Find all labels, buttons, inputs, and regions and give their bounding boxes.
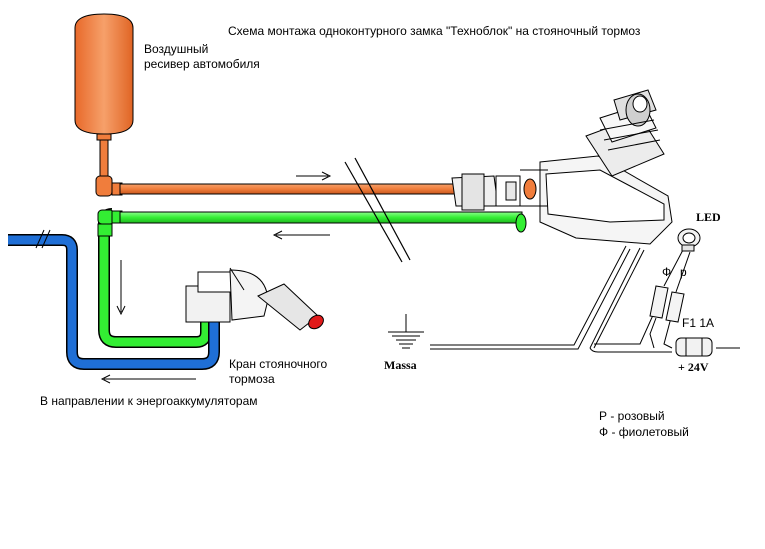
- wiring: [430, 245, 740, 353]
- fuse-label: F1 1A: [682, 316, 715, 330]
- control-line: [97, 208, 527, 348]
- supply-line: [95, 175, 537, 200]
- ground-label: Massa: [384, 358, 417, 372]
- led-label: LED: [696, 210, 721, 224]
- air-receiver: [74, 13, 134, 181]
- legend-pink: Р - розовый: [599, 409, 665, 423]
- wire-label-phi: Ф: [662, 265, 672, 279]
- arrow-right-icon: [296, 171, 332, 181]
- connector-icon: [649, 285, 685, 323]
- led-icon: [677, 228, 701, 252]
- arrow-down-icon: [116, 260, 126, 316]
- wire-label-p: р: [680, 265, 687, 279]
- receiver-label-line2: ресивер автомобиля: [144, 57, 260, 71]
- arrow-left-icon: [272, 230, 330, 240]
- arrow-left-icon: [100, 374, 196, 384]
- fuse-icon: [675, 337, 713, 357]
- parking-brake-valve: [185, 267, 324, 331]
- lock-unit: [451, 89, 673, 245]
- direction-note: В направлении к энергоаккумуляторам: [40, 394, 258, 408]
- frame-divider: [344, 157, 411, 263]
- diagram-title: Схема монтажа одноконтурного замка "Техн…: [228, 24, 641, 38]
- voltage-label: + 24V: [678, 360, 709, 374]
- ground-icon: [388, 314, 424, 349]
- brake-valve-label-line1: Кран стояночного: [229, 357, 328, 371]
- brake-valve-label-line2: тормоза: [229, 372, 275, 386]
- chamber-line: [8, 229, 220, 370]
- receiver-label-line1: Воздушный: [144, 42, 209, 56]
- legend-violet: Ф - фиолетовый: [599, 425, 689, 439]
